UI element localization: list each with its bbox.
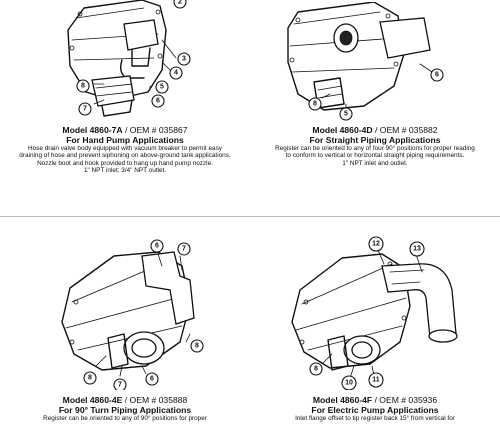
callouts-straight-piping: 6 8 5 [308,63,444,121]
model-number: Model 4860-4E / OEM # 035888 [62,395,188,405]
model-number: Model 4860-7A / OEM # 035867 [62,125,188,135]
svg-text:8: 8 [195,343,199,350]
caption-straight-piping: Model 4860-4D / OEM # 035882 For Straigh… [250,125,500,167]
callout-2: 2 [173,0,187,9]
svg-text:12: 12 [372,241,380,248]
svg-text:5: 5 [344,111,348,118]
meter-drawing-90-turn [58,246,208,382]
callout-8: 8 [76,79,90,93]
callout-6: 6 [151,94,165,108]
svg-text:6: 6 [435,72,439,79]
application-title: For Straight Piping Applications [309,134,441,145]
callout-6: 6 [430,68,444,82]
callout-8: 8 [308,97,322,111]
caption-hand-pump: Model 4860-7A / OEM # 035867 For Hand Pu… [0,125,250,174]
callout-5: 5 [155,80,169,94]
callout-7: 7 [78,102,92,116]
callout-8: 8 [190,339,204,353]
description: Register can be oriented to any of 90° p… [43,415,207,423]
svg-text:8: 8 [313,101,317,108]
application-title: For Electric Pump Applications [311,404,439,415]
svg-text:10: 10 [345,380,353,387]
application-title: For Hand Pump Applications [66,134,184,145]
callout-8: 8 [309,362,323,376]
description: Register can be oriented to any of four … [275,145,475,167]
svg-text:4: 4 [174,70,178,77]
svg-text:8: 8 [314,366,318,373]
svg-text:8: 8 [88,375,92,382]
svg-text:13: 13 [413,246,421,253]
description: Hose drain valve body equipped with vacu… [19,145,231,174]
callout-11: 11 [368,372,384,388]
callout-4: 4 [169,66,183,80]
svg-text:11: 11 [372,377,380,384]
svg-text:7: 7 [118,382,122,389]
meter-drawing-electric-pump [290,246,466,386]
description: Inlet flange offset to tip register back… [295,415,455,423]
svg-text:5: 5 [160,84,164,91]
callout-6: 6 [145,372,159,386]
application-title: For 90° Turn Piping Applications [58,404,192,415]
callouts-electric-pump: 12 13 8 10 11 [309,236,425,390]
callout-5: 5 [339,107,353,121]
section-divider [0,216,500,217]
svg-text:7: 7 [83,106,87,113]
svg-text:6: 6 [150,376,154,383]
svg-text:6: 6 [155,243,159,250]
callouts-90-turn: 6 7 8 8 7 6 [83,239,204,390]
callout-10: 10 [341,375,357,390]
svg-text:8: 8 [81,83,85,90]
callout-3: 3 [177,52,191,66]
meter-drawing-straight-piping [284,2,434,124]
caption-90-turn: Model 4860-4E / OEM # 035888 For 90° Tur… [0,395,250,423]
svg-text:7: 7 [182,246,186,253]
callout-13: 13 [409,241,425,257]
callout-7: 7 [113,378,127,390]
callout-12: 12 [368,236,384,252]
callout-6: 6 [150,239,164,253]
callouts-hand-pump: 2 3 4 5 6 7 8 [76,0,191,116]
svg-text:3: 3 [182,56,186,63]
callout-8: 8 [83,371,97,385]
meter-drawing-hand-pump [62,0,202,122]
svg-text:2: 2 [178,0,182,6]
caption-electric-pump: Model 4860-4F / OEM # 035936 For Electri… [250,395,500,423]
callout-7: 7 [177,242,191,256]
model-number: Model 4860-4D / OEM # 035882 [312,125,438,135]
svg-text:6: 6 [156,98,160,105]
model-number: Model 4860-4F / OEM # 035936 [312,395,438,405]
